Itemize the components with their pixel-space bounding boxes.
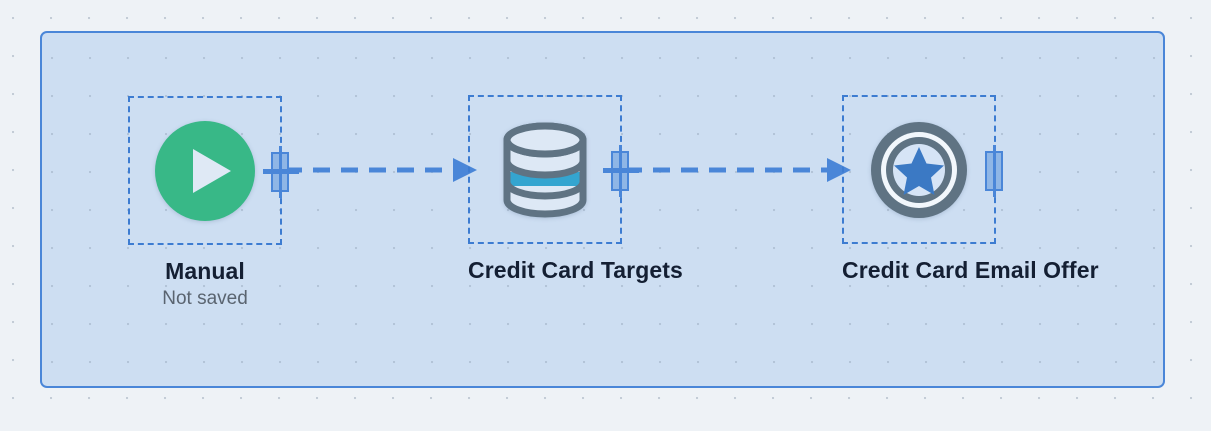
edge-arrowhead-icon xyxy=(827,158,851,182)
node-manual[interactable]: Manual Not saved xyxy=(128,96,299,312)
node-manual-selection-box[interactable] xyxy=(128,96,299,245)
node-credit-card-email-offer-selection-box[interactable] xyxy=(842,95,1003,244)
node-manual-title: Manual xyxy=(165,258,245,284)
node-manual-subtitle: Not saved xyxy=(162,288,248,310)
node-credit-card-targets[interactable]: Credit Card Targets xyxy=(468,95,683,283)
edge-manual-to-targets[interactable] xyxy=(285,158,477,182)
flow-container[interactable]: Manual Not saved xyxy=(40,31,1165,388)
edge-targets-to-email[interactable] xyxy=(625,158,851,182)
database-icon xyxy=(503,122,587,217)
node-manual-labels: Manual Not saved xyxy=(128,258,282,312)
node-credit-card-targets-selection-box[interactable] xyxy=(468,95,639,244)
shield-star-icon xyxy=(871,121,967,218)
node-credit-card-email-offer[interactable]: Credit Card Email Offer xyxy=(842,95,1099,283)
node-credit-card-email-offer-title: Credit Card Email Offer xyxy=(842,257,1099,283)
node-credit-card-targets-title: Credit Card Targets xyxy=(468,257,683,283)
node-credit-card-email-offer-labels: Credit Card Email Offer xyxy=(842,257,1099,283)
node-credit-card-email-offer-output-port[interactable] xyxy=(985,145,1003,197)
node-manual-output-port[interactable] xyxy=(263,146,299,198)
play-circle-icon xyxy=(155,120,255,221)
edge-arrowhead-icon xyxy=(453,158,477,182)
node-credit-card-targets-labels: Credit Card Targets xyxy=(468,257,683,283)
node-credit-card-targets-output-port[interactable] xyxy=(603,145,639,197)
